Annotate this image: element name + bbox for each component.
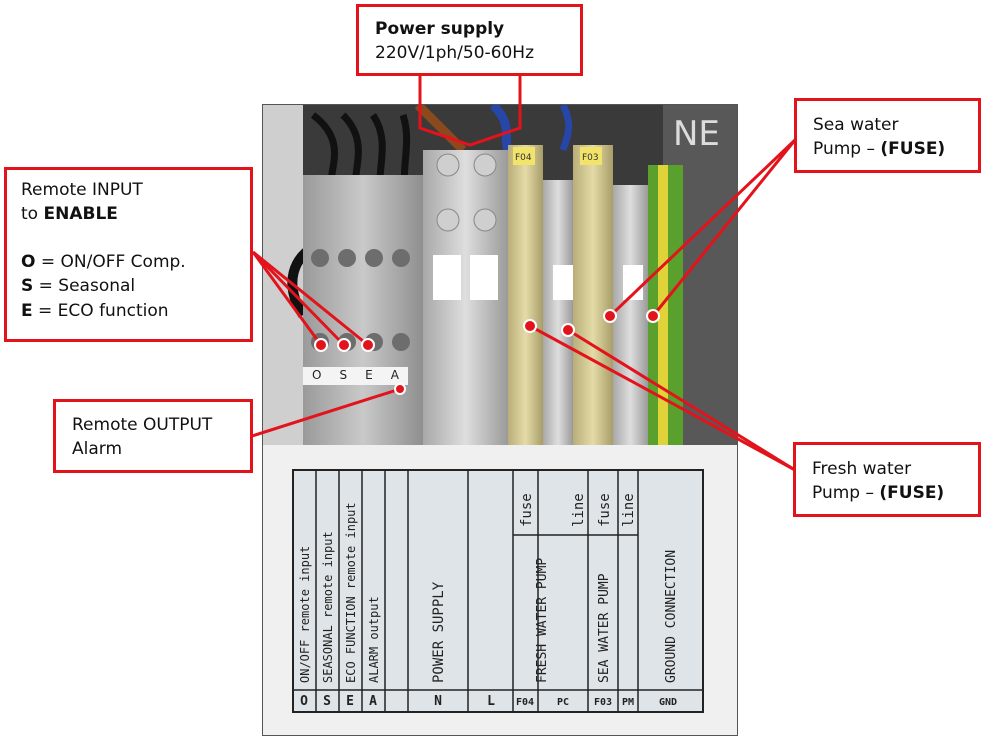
remote-input-line2: to ENABLE: [21, 204, 118, 225]
code-a: A: [369, 694, 377, 709]
dot-a: [394, 383, 406, 395]
line-label-1: line: [571, 493, 587, 527]
dot-sea-line: [646, 309, 660, 323]
terminal-letter-s: S: [339, 368, 348, 382]
label-plate-grid: [293, 470, 703, 712]
code-e: E: [346, 694, 354, 709]
wire-blue: [489, 105, 513, 152]
code-gnd: GND: [659, 697, 677, 708]
line-label-2: line: [621, 493, 637, 527]
fuse-tag-f03: F03: [582, 153, 599, 163]
line-pc: [543, 180, 573, 445]
sea-water-line2: Pump – (FUSE): [813, 139, 946, 160]
code-pm: PM: [622, 697, 634, 708]
code-n: N: [434, 694, 442, 709]
fresh-water-callout: Fresh water Pump – (FUSE): [793, 442, 981, 517]
dot-fresh-fuse: [523, 319, 537, 333]
wire-blue-2: [559, 105, 573, 152]
fresh-water-line2: Pump – (FUSE): [812, 483, 945, 504]
power-supply-callout: Power supply 220V/1ph/50-60Hz: [356, 4, 583, 76]
fuse-label-2: fuse: [597, 493, 613, 527]
remote-input-item-e: E = ECO function: [21, 300, 169, 321]
remote-input-item-s: S = Seasonal: [21, 276, 136, 297]
code-s: S: [323, 694, 331, 709]
fuse-label-1: fuse: [519, 493, 535, 527]
desc-power-supply: POWER SUPPLY: [431, 581, 447, 683]
line-pm: [613, 185, 648, 445]
dot-fresh-line: [561, 323, 575, 337]
dot-o: [314, 338, 328, 352]
desc-onoff: ON/OFF remote input: [298, 546, 312, 683]
desc-alarm: ALARM output: [367, 596, 381, 683]
desc-eco: ECO FUNCTION remote input: [344, 502, 358, 683]
code-pc: PC: [557, 697, 569, 708]
desc-seasonal: SEASONAL remote input: [321, 531, 335, 683]
remote-input-line-s: [251, 250, 346, 347]
fuse-f04: [508, 145, 543, 445]
remote-output-line2: Alarm: [72, 439, 123, 460]
sea-water-line-1: [608, 138, 797, 318]
terminal-letter-a: A: [390, 368, 399, 382]
fresh-water-line-2: [567, 328, 796, 472]
terminal-letter-o: O: [312, 368, 322, 382]
terminal-letter-e: E: [365, 368, 373, 382]
wire-brown: [414, 105, 467, 154]
dot-e: [361, 338, 375, 352]
code-o: O: [300, 694, 308, 709]
dot-sea-fuse: [603, 309, 617, 323]
side-letters: NE: [673, 114, 720, 154]
power-supply-title: Power supply: [375, 19, 505, 39]
remote-output-line: [251, 387, 401, 438]
power-supply-connector: [418, 74, 522, 147]
remote-input-line-e: [252, 250, 369, 347]
desc-fresh-water-pump: FRESH WATER PUMP: [535, 558, 550, 683]
power-supply-spec: 220V/1ph/50-60Hz: [375, 43, 535, 64]
remote-output-line1: Remote OUTPUT: [72, 415, 213, 435]
dot-s: [337, 338, 351, 352]
sea-water-callout: Sea water Pump – (FUSE): [794, 98, 981, 173]
code-f04: F04: [516, 697, 534, 708]
remote-input-item-o: O = ON/OFF Comp.: [21, 252, 186, 273]
terminal-letter-row: O S E A: [303, 366, 408, 384]
remote-input-line-o: [251, 251, 323, 346]
fresh-water-line-1: [529, 324, 796, 472]
desc-ground-connection: GROUND CONNECTION: [664, 550, 679, 683]
sea-water-line-2: [651, 139, 797, 317]
remote-input-callout: Remote INPUT to ENABLE O = ON/OFF Comp. …: [4, 167, 253, 342]
remote-input-line1: Remote INPUT: [21, 180, 143, 200]
remote-output-callout: Remote OUTPUT Alarm: [53, 399, 253, 473]
code-l: L: [487, 694, 495, 709]
fresh-water-line1: Fresh water: [812, 459, 912, 479]
code-f03: F03: [594, 697, 612, 708]
sea-water-line1: Sea water: [813, 115, 899, 135]
desc-sea-water-pump: SEA WATER PUMP: [597, 573, 612, 683]
terminal-letter-strip: [303, 367, 408, 385]
fuse-tag-f04: F04: [515, 153, 532, 163]
fuse-f03: [573, 145, 613, 445]
